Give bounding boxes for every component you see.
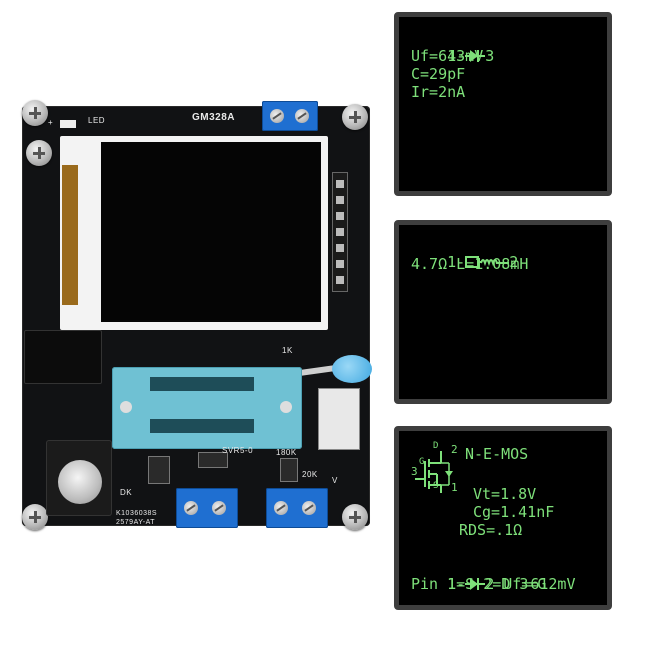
- socket-lever-knob[interactable]: [332, 355, 372, 383]
- terminal-screw[interactable]: [184, 501, 198, 515]
- mosfet-pin-g-label: G: [419, 457, 425, 467]
- rotary-encoder-knob[interactable]: [58, 460, 102, 504]
- probe-terminal-bottom-left[interactable]: [176, 488, 238, 528]
- resistor-1k-label: 1K: [282, 346, 293, 355]
- relay-module: [318, 388, 360, 450]
- terminal-screw[interactable]: [212, 501, 226, 515]
- inductor-header-pin1: 1-: [447, 253, 466, 271]
- chip-label: SVR5-0: [222, 446, 254, 455]
- diode-header-pin1: 1-: [447, 47, 466, 65]
- corner-screw-bottom-right: [342, 504, 368, 530]
- diode-forward-voltage: Uf=643mV: [411, 47, 484, 65]
- resistor-inductor-symbol-icon: [465, 255, 510, 269]
- led-indicator: [60, 120, 76, 128]
- led-label: LED: [88, 116, 106, 125]
- terminal-screw[interactable]: [270, 109, 284, 123]
- resistor-20k-label: 20K: [302, 470, 318, 479]
- probe-terminal-top[interactable]: [262, 101, 318, 131]
- oled-panel-diode: 1- 3 Uf=643mV C=29pF Ir=2nA: [394, 12, 612, 196]
- smd-chip: [280, 458, 298, 482]
- terminal-screw[interactable]: [302, 501, 316, 515]
- mosfet-pin-d-label: D: [433, 441, 439, 451]
- diode-symbol-icon: [465, 49, 486, 63]
- diode-reverse-current: Ir=2nA: [411, 83, 466, 101]
- mosfet-pin-1-label: 1: [451, 481, 458, 494]
- board-code-1: K1036038S: [116, 510, 158, 517]
- lcd-flex-cable: [62, 165, 78, 305]
- v-label: V: [332, 476, 338, 485]
- corner-screw-bottom-left: [22, 504, 48, 530]
- pin-header: [332, 172, 348, 292]
- mosfet-pin-s-label: S: [433, 481, 439, 491]
- model-label: GM328A: [192, 112, 236, 123]
- inductor-values: 4.7Ω L=1.08mH: [411, 255, 529, 273]
- socket-pin-row-top: [150, 377, 254, 391]
- resistor-180k-label: 180K: [276, 448, 297, 457]
- smd-chip: [198, 452, 228, 468]
- terminal-screw[interactable]: [274, 501, 288, 515]
- mosfet-diode-rest: 2 Uf=612mV: [485, 575, 576, 593]
- body-diode-symbol-icon: [465, 577, 486, 591]
- socket-rivet: [280, 401, 292, 413]
- diode-header-pin2: 3: [485, 47, 495, 65]
- socket-rivet: [120, 401, 132, 413]
- probe-terminal-bottom-right[interactable]: [266, 488, 328, 528]
- mosfet-threshold-voltage: Vt=1.8V: [473, 485, 537, 503]
- dc-power-jack[interactable]: [24, 330, 102, 384]
- mosfet-type: N-E-MOS: [465, 445, 529, 463]
- mosfet-symbol-icon: [415, 451, 453, 493]
- corner-screw-top-right: [342, 104, 368, 130]
- diode-capacitance: C=29pF: [411, 65, 466, 83]
- socket-pin-row-bottom: [150, 419, 254, 433]
- terminal-screw[interactable]: [295, 109, 309, 123]
- plus-label: +: [48, 118, 54, 127]
- board-code-2: 2579AY-AT: [116, 519, 156, 526]
- smd-chip: [148, 456, 170, 484]
- mosfet-pinout: Pin 1=S 2=D 3=G: [411, 575, 547, 593]
- corner-screw-top-left: [22, 100, 48, 126]
- mosfet-pin-3-label: 3: [411, 465, 418, 478]
- dk-label: DK: [120, 488, 133, 497]
- mosfet-pin-2-label: 2: [451, 443, 458, 456]
- oled-panel-inductor: 1- 2 4.7Ω L=1.08mH: [394, 220, 612, 404]
- zif-test-socket[interactable]: [112, 367, 302, 449]
- corner-screw-mid-left: [26, 140, 52, 166]
- mosfet-gate-capacitance: Cg=1.41nF: [473, 503, 555, 521]
- mosfet-diode-pin1: 1-: [447, 575, 466, 593]
- lcd-screen: [101, 142, 321, 322]
- mosfet-rds: RDS=.1Ω: [459, 521, 523, 539]
- inductor-header-pin2: 2: [509, 253, 519, 271]
- oled-panel-mosfet: D 2 G 3 S 1 N-E-MOS Vt=1.8V Cg=1.41nF RD…: [394, 426, 612, 610]
